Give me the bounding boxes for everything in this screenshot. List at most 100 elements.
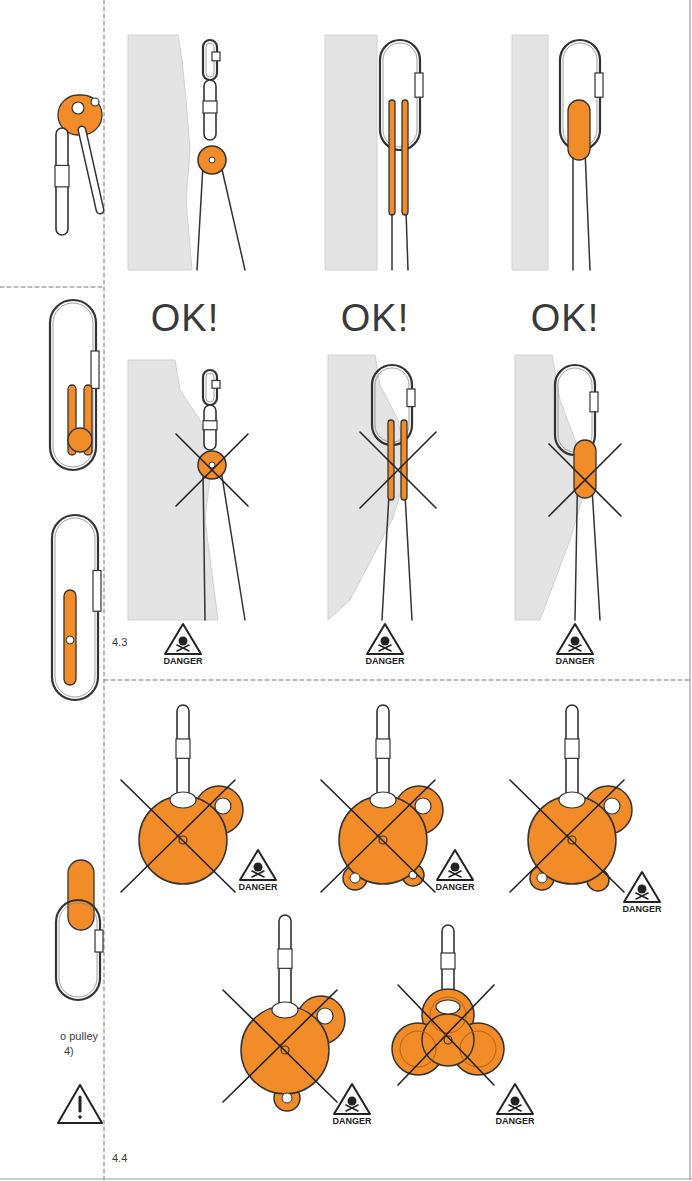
carabiner [50,300,96,470]
skull [348,1097,357,1106]
danger-label: DANGER [555,657,594,667]
stroke [197,165,203,270]
carabiner-pin [204,405,216,450]
pulley-eye [370,792,396,808]
crossbone [509,1105,521,1111]
carabiner-pin [377,705,389,802]
carabiner-pin [82,130,100,210]
pulley-hole [282,1093,292,1103]
status-label: OK! [341,298,409,340]
prohibition-cross [398,985,494,1085]
pulley-groove [400,1031,436,1067]
carabiner-pin [279,915,291,1012]
carabiner-inner [558,368,592,452]
prohibition-cross [510,780,624,892]
locking-sleeve [212,381,220,389]
pulley-sideplate [422,1014,474,1066]
locking-sleeve [565,739,579,758]
pulley-eye [272,1002,298,1018]
pulley-hole [215,798,231,814]
locking-sleeve [203,421,217,430]
rock-face [128,360,218,620]
prohibition-cross [398,985,494,1085]
locking-sleeve [278,949,292,968]
crossbone [379,645,391,651]
carabiner [52,515,98,700]
carabiner [380,40,420,150]
stroke [572,150,574,270]
skull [511,1097,520,1106]
skull [179,637,188,646]
pulley-hole [317,1008,333,1024]
skull [571,637,580,646]
locking-sleeve [212,52,220,61]
crossbone [636,893,648,899]
carabiner-inner [383,43,417,147]
locking-sleeve [376,739,390,758]
carabiner-pin [56,128,68,235]
pulley-hole [604,798,620,814]
locking-sleeve [595,73,603,97]
stroke [203,470,205,620]
carabiner-inner [55,518,95,697]
pulley-cheek [568,100,590,160]
crossbone [346,1105,358,1111]
pulley-groove [430,997,466,1033]
frame [689,0,690,1179]
prohibition-cross [176,434,248,506]
locking-sleeve [407,389,415,407]
danger-triangle [367,624,403,654]
carabiner-inner [53,303,93,467]
rock-face [325,35,377,270]
figure-number: 4.4 [112,1152,127,1164]
prohibition-cross [360,432,436,508]
crossbone [252,871,264,877]
stroke [221,470,245,620]
exclamation [78,1115,82,1119]
pulley-cheek [402,100,408,215]
pulley-axle [209,157,215,163]
rock-face [512,35,548,270]
danger-triangle [165,624,201,654]
crossbone [177,645,189,651]
pulley-cheek [574,440,596,498]
prohibition-cross [223,990,337,1102]
prohibition-cross [121,780,235,892]
crossbone [177,645,189,651]
pulley-hole [91,98,99,106]
prohibition-cross [549,444,621,516]
rock-face [328,355,408,620]
locking-sleeve [203,101,217,113]
locking-sleeve [415,73,423,97]
skull [254,863,263,872]
pulley-eye [170,792,196,808]
crossbone [346,1105,358,1111]
locking-sleeve [91,351,99,388]
separator [104,680,692,681]
pulley-hole [415,798,431,814]
carabiner-pin [204,80,216,140]
pulley-eye [436,1000,460,1014]
crossbone [449,871,461,877]
prohibition-cross [360,432,436,508]
warning-triangle [58,1085,102,1123]
carabiner [56,900,100,1000]
caption-fragment: 4) [64,1045,74,1057]
pulley-axle [66,636,74,644]
separator [104,0,105,1181]
pulley-cheek [64,590,76,685]
exclamation [79,1097,82,1111]
danger-triangle [624,872,660,902]
prohibition-cross [321,780,435,892]
locking-sleeve [441,953,455,969]
danger-label: DANGER [622,905,661,915]
pulley-hole [537,873,547,883]
prohibition-cross [549,444,621,516]
crossbone [636,893,648,899]
pulley-wheel [68,428,92,452]
stroke [221,165,245,270]
danger-triangle [437,850,473,880]
crossbone [509,1105,521,1111]
danger-triangle [497,1084,533,1114]
